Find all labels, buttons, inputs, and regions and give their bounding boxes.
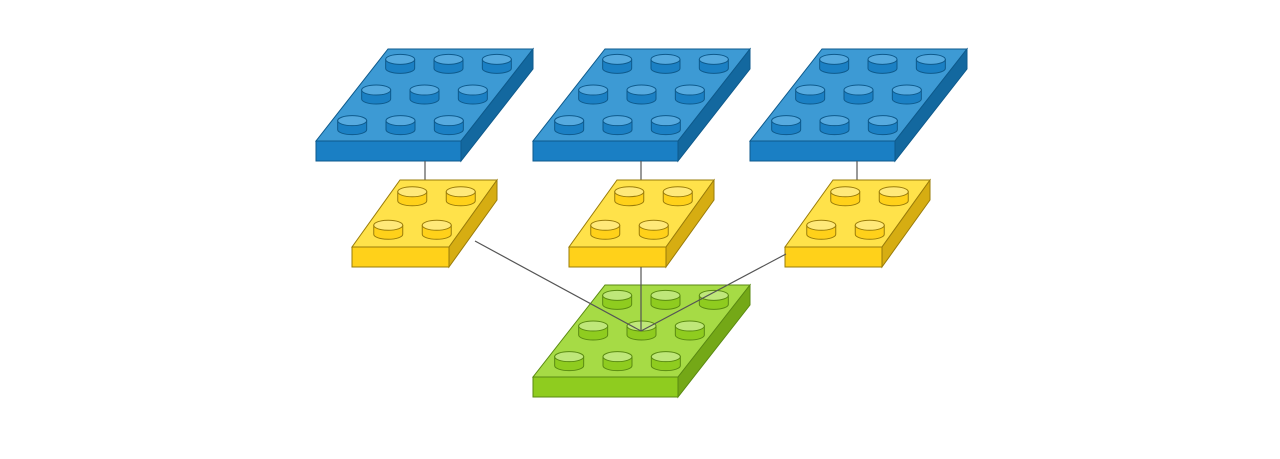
yellow-brick-3-front-face — [784, 246, 883, 268]
green-brick-stud-0-2 — [650, 351, 681, 372]
blue-brick-2-stud-0-1 — [602, 115, 633, 136]
yellow-brick-3-stud-1-1 — [878, 186, 909, 207]
blue-brick-2-stud-2-2 — [698, 53, 729, 74]
blue-brick-3-stud-1-0 — [795, 84, 826, 105]
yellow-brick-2-stud-1-1 — [662, 186, 693, 207]
blue-brick-2-stud-1-0 — [578, 84, 609, 105]
blue-brick-3-stud-0-1 — [819, 115, 850, 136]
blue-brick-1-stud-0-1 — [385, 115, 416, 136]
yellow-brick-1-stud-1-0 — [397, 186, 428, 207]
blue-brick-1-stud-1-1 — [409, 84, 440, 105]
blue-brick-3-stud-2-1 — [867, 53, 898, 74]
connector-yellow-brick-1-to-green-brick — [474, 240, 642, 332]
blue-brick-1-stud-1-0 — [361, 84, 392, 105]
green-brick-stud-0-1 — [602, 351, 633, 372]
yellow-brick-1-stud-0-1 — [421, 219, 452, 240]
blue-brick-3-stud-2-2 — [915, 53, 946, 74]
green-brick-stud-0-0 — [554, 351, 585, 372]
blue-brick-2-stud-0-0 — [554, 115, 585, 136]
green-brick-stud-2-2 — [698, 289, 729, 310]
green-brick-stud-1-2 — [674, 320, 705, 341]
green-brick-stud-2-1 — [650, 289, 681, 310]
yellow-brick-1-stud-0-0 — [373, 219, 404, 240]
blue-brick-2-front-face — [532, 140, 679, 162]
yellow-brick-3 — [784, 178, 931, 269]
blue-brick-1-stud-2-1 — [433, 53, 464, 74]
yellow-brick-3-stud-0-0 — [806, 219, 837, 240]
blue-brick-1-stud-1-2 — [457, 84, 488, 105]
blue-brick-2-stud-1-1 — [626, 84, 657, 105]
blue-brick-3-front-face — [749, 140, 896, 162]
blue-brick-3-stud-0-0 — [771, 115, 802, 136]
blue-brick-3-stud-0-2 — [867, 115, 898, 136]
yellow-brick-3-stud-0-1 — [854, 219, 885, 240]
yellow-brick-2 — [568, 178, 715, 269]
yellow-brick-2-stud-0-1 — [638, 219, 669, 240]
blue-brick-1-stud-0-0 — [337, 115, 368, 136]
blue-brick-2 — [531, 47, 752, 163]
connector-yellow-brick-3-to-green-brick — [640, 253, 787, 332]
blue-brick-1-stud-2-2 — [481, 53, 512, 74]
yellow-brick-1 — [351, 178, 498, 269]
yellow-brick-2-stud-0-0 — [590, 219, 621, 240]
blue-brick-1-front-face — [315, 140, 462, 162]
blue-brick-3 — [748, 47, 969, 163]
yellow-brick-1-stud-1-1 — [445, 186, 476, 207]
blue-brick-1 — [314, 47, 535, 163]
yellow-brick-2-stud-1-0 — [614, 186, 645, 207]
green-brick-stud-2-0 — [602, 289, 633, 310]
yellow-brick-1-front-face — [351, 246, 450, 268]
blue-brick-2-stud-2-1 — [650, 53, 681, 74]
blue-brick-2-stud-2-0 — [602, 53, 633, 74]
blue-brick-1-stud-2-0 — [385, 53, 416, 74]
blue-brick-3-stud-2-0 — [819, 53, 850, 74]
yellow-brick-2-front-face — [568, 246, 667, 268]
blue-brick-2-stud-0-2 — [650, 115, 681, 136]
blue-brick-3-stud-1-1 — [843, 84, 874, 105]
blue-brick-2-stud-1-2 — [674, 84, 705, 105]
blue-brick-3-stud-1-2 — [891, 84, 922, 105]
green-brick-front-face — [532, 376, 679, 398]
green-brick-stud-1-0 — [578, 320, 609, 341]
blue-brick-1-stud-0-2 — [433, 115, 464, 136]
yellow-brick-3-stud-1-0 — [830, 186, 861, 207]
